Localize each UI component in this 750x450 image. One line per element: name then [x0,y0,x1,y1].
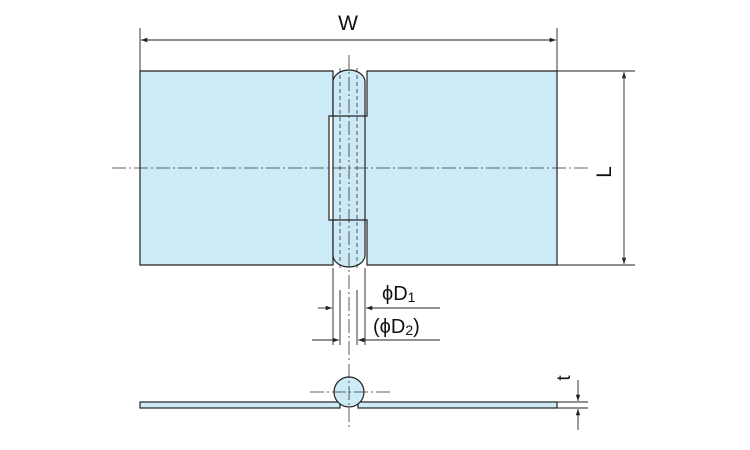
d2-label: (ϕD2) [373,316,420,338]
side-right-plate [357,401,558,409]
width-label: W [338,12,358,35]
d2-dimension [312,290,440,345]
length-dimension [557,70,635,266]
side-left-plate [139,401,341,409]
thickness-label: t [554,375,575,381]
thickness-dimension [557,380,588,430]
length-label: L [593,166,616,178]
width-dimension [139,28,558,71]
d1-label: ϕD1 [382,283,416,305]
hinge-top-view [112,55,590,362]
d1-dimension [318,268,440,345]
hinge-side-view [139,364,558,430]
